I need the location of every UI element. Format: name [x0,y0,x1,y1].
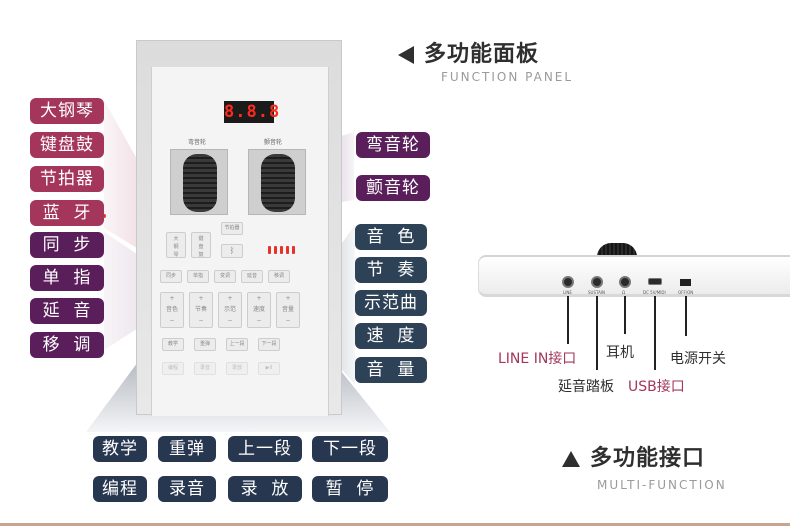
mini-volume-stepper[interactable]: +音量− [276,292,300,328]
mini-pause-button[interactable]: ▶II [258,362,280,375]
pitch-wheel-housing [170,149,228,215]
tag-rhythm: 节 奏 [355,257,427,283]
mini-sustain-button[interactable]: 延音 [241,270,263,283]
interface-subtitle: MULTI-FUNCTION [597,478,727,492]
mini-prev-button[interactable]: 上一段 [226,338,248,351]
mod-wheel[interactable] [261,154,295,212]
mini-bottom-row-2: 编程 录音 录放 ▶II [162,362,280,375]
tag-record: 录音 [158,476,216,502]
power-switch [680,279,691,286]
line-in-label: LINE IN接口 [498,351,577,367]
panel-subtitle: FUNCTION PANEL [441,70,574,84]
tag-teach: 教学 [93,436,147,462]
mini-function-row: 同步 单指 变调 延音 移调 [160,270,290,283]
pitch-wheel[interactable] [183,154,217,212]
usb-port [648,278,662,285]
mini-grand-piano-button[interactable]: 大 钢 琴 [166,232,186,258]
sustain-pedal-label: 延音踏板 [558,379,614,395]
usb-pointer [654,296,656,370]
bluetooth-icon: ᛒ [229,246,235,255]
mini-plusminus-row: +音色− +节奏− +示范− +速度− +音量− [160,292,300,328]
mini-tone-stepper[interactable]: +音色− [160,292,184,328]
tag-tempo: 速 度 [355,323,427,349]
mini-sync-button[interactable]: 同步 [160,270,182,283]
port-label-headphone: Ω [622,290,626,295]
led-display: 8.8.8 [224,101,281,123]
mod-wheel-label: 颤音轮 [264,139,283,146]
volume-knob [597,243,637,257]
interface-side-view [478,255,790,297]
port-label-line: LINE [563,290,572,295]
mini-transpose-button[interactable]: 移调 [268,270,290,283]
power-pointer [685,296,687,336]
tag-single-finger: 单 指 [30,265,104,291]
usb-label: USB接口 [628,379,685,395]
line-in-jack [562,276,574,288]
mini-demo-stepper[interactable]: +示范− [218,292,242,328]
tag-sustain: 延 音 [30,298,104,324]
port-label-power: OFF/ON [678,290,694,295]
tag-program: 编程 [93,476,147,502]
sustain-pointer [596,296,598,370]
panel-title: 多功能面板 [424,42,540,67]
tag-demo-song: 示范曲 [355,290,427,316]
tag-pause: 暂 停 [312,476,388,502]
mini-replay-button[interactable]: 重弹 [194,338,216,351]
mini-bluetooth-button[interactable]: ᛒ [221,244,243,258]
interface-heading: 多功能接口 [562,440,705,472]
level-indicator [268,246,298,256]
tag-metronome: 节拍器 [30,166,104,192]
tag-replay: 重弹 [158,436,216,462]
mini-top-row: 大 钢 琴 键 盘 鼓 [166,232,211,258]
mini-rhythm-stepper[interactable]: +节奏− [189,292,213,328]
mini-teach-button[interactable]: 教学 [162,338,184,351]
tag-next-section: 下一段 [312,436,388,462]
tag-tone: 音 色 [355,224,427,250]
left-arrow-icon [398,46,414,64]
mini-playback-button[interactable]: 录放 [226,362,248,375]
interface-title: 多功能接口 [590,446,706,471]
port-label-usb: DC 5V/MIDI [643,290,666,295]
mini-variation-button[interactable]: 变调 [214,270,236,283]
port-label-sustain: SUSTAIN [588,290,606,295]
tag-bluetooth: 蓝 牙 [30,200,104,226]
sustain-jack [591,276,603,288]
headphone-label: 耳机 [606,345,634,361]
mini-single-finger-button[interactable]: 单指 [187,270,209,283]
tag-keyboard-drum: 键盘鼓 [30,132,104,158]
mini-program-button[interactable]: 编程 [162,362,184,375]
tag-transpose: 移 调 [30,332,104,358]
up-arrow-icon [562,451,580,467]
tag-playback: 录 放 [228,476,302,502]
tag-grand-piano: 大钢琴 [30,98,104,124]
mini-next-button[interactable]: 下一段 [258,338,280,351]
tag-prev-section: 上一段 [228,436,302,462]
pitch-wheel-label: 弯音轮 [188,139,207,146]
tag-volume: 音 量 [355,357,427,383]
mod-wheel-housing [248,149,306,215]
mini-tempo-stepper[interactable]: +速度− [247,292,271,328]
status-led [102,214,106,218]
bottom-divider [0,523,790,526]
power-switch-label: 电源开关 [670,351,726,367]
mini-bottom-row: 教学 重弹 上一段 下一段 [162,338,280,351]
tag-pitch-wheel: 弯音轮 [356,132,430,158]
line-in-pointer [567,296,569,344]
mini-drum-button[interactable]: 键 盘 鼓 [191,232,211,258]
panel-heading: 多功能面板 [398,36,539,68]
mini-metronome-button[interactable]: 节拍器 [221,222,243,235]
mini-record-button[interactable]: 录音 [194,362,216,375]
headphone-pointer [624,296,626,334]
tag-mod-wheel: 颤音轮 [356,175,430,201]
tag-sync: 同 步 [30,232,104,258]
headphone-jack [619,276,631,288]
